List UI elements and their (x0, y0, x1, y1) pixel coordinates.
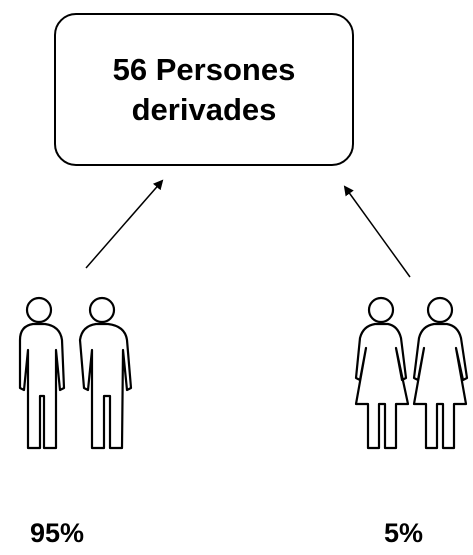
woman-icon (412, 296, 469, 450)
man-icon (78, 296, 133, 450)
arrow-right (343, 185, 411, 278)
women-percent-label: 5% (384, 518, 424, 548)
women-pair-icon (354, 296, 469, 450)
title-text: 56 Persones derivades (74, 50, 334, 130)
woman-icon (354, 296, 410, 450)
man-icon (18, 296, 66, 450)
title-line-1: 56 Persones (112, 51, 296, 87)
title-line-2: derivades (131, 91, 277, 127)
arrow-left (85, 179, 164, 269)
men-percent-label: 95% (30, 518, 85, 548)
men-pair-icon (18, 296, 133, 450)
title-box: 56 Persones derivades (54, 13, 354, 166)
